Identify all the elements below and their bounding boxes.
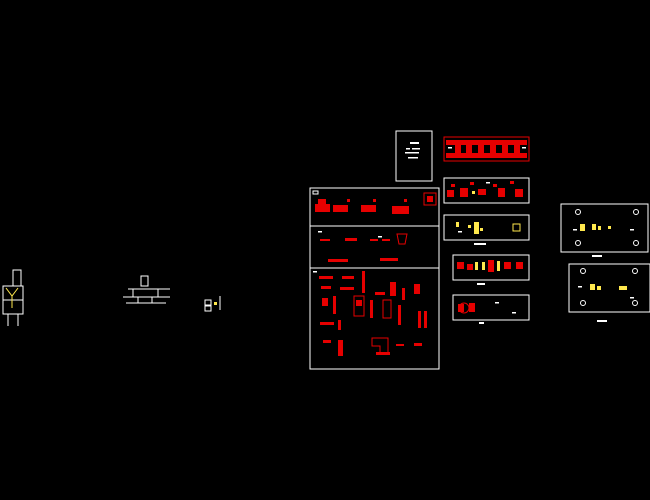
title-note-sheet <box>395 130 433 182</box>
left-detail-part <box>2 269 24 326</box>
die-plate-1 <box>443 214 530 245</box>
fixture-side-view <box>123 275 170 304</box>
die-plate-2 <box>452 254 530 285</box>
die-plate-3 <box>452 294 530 324</box>
strip-layout-2 <box>443 177 530 204</box>
strip-layout-1 <box>443 136 530 162</box>
small-component <box>204 296 221 312</box>
component-sheet <box>309 187 440 370</box>
die-plate-4 <box>560 203 649 257</box>
die-plate-5 <box>568 263 650 322</box>
